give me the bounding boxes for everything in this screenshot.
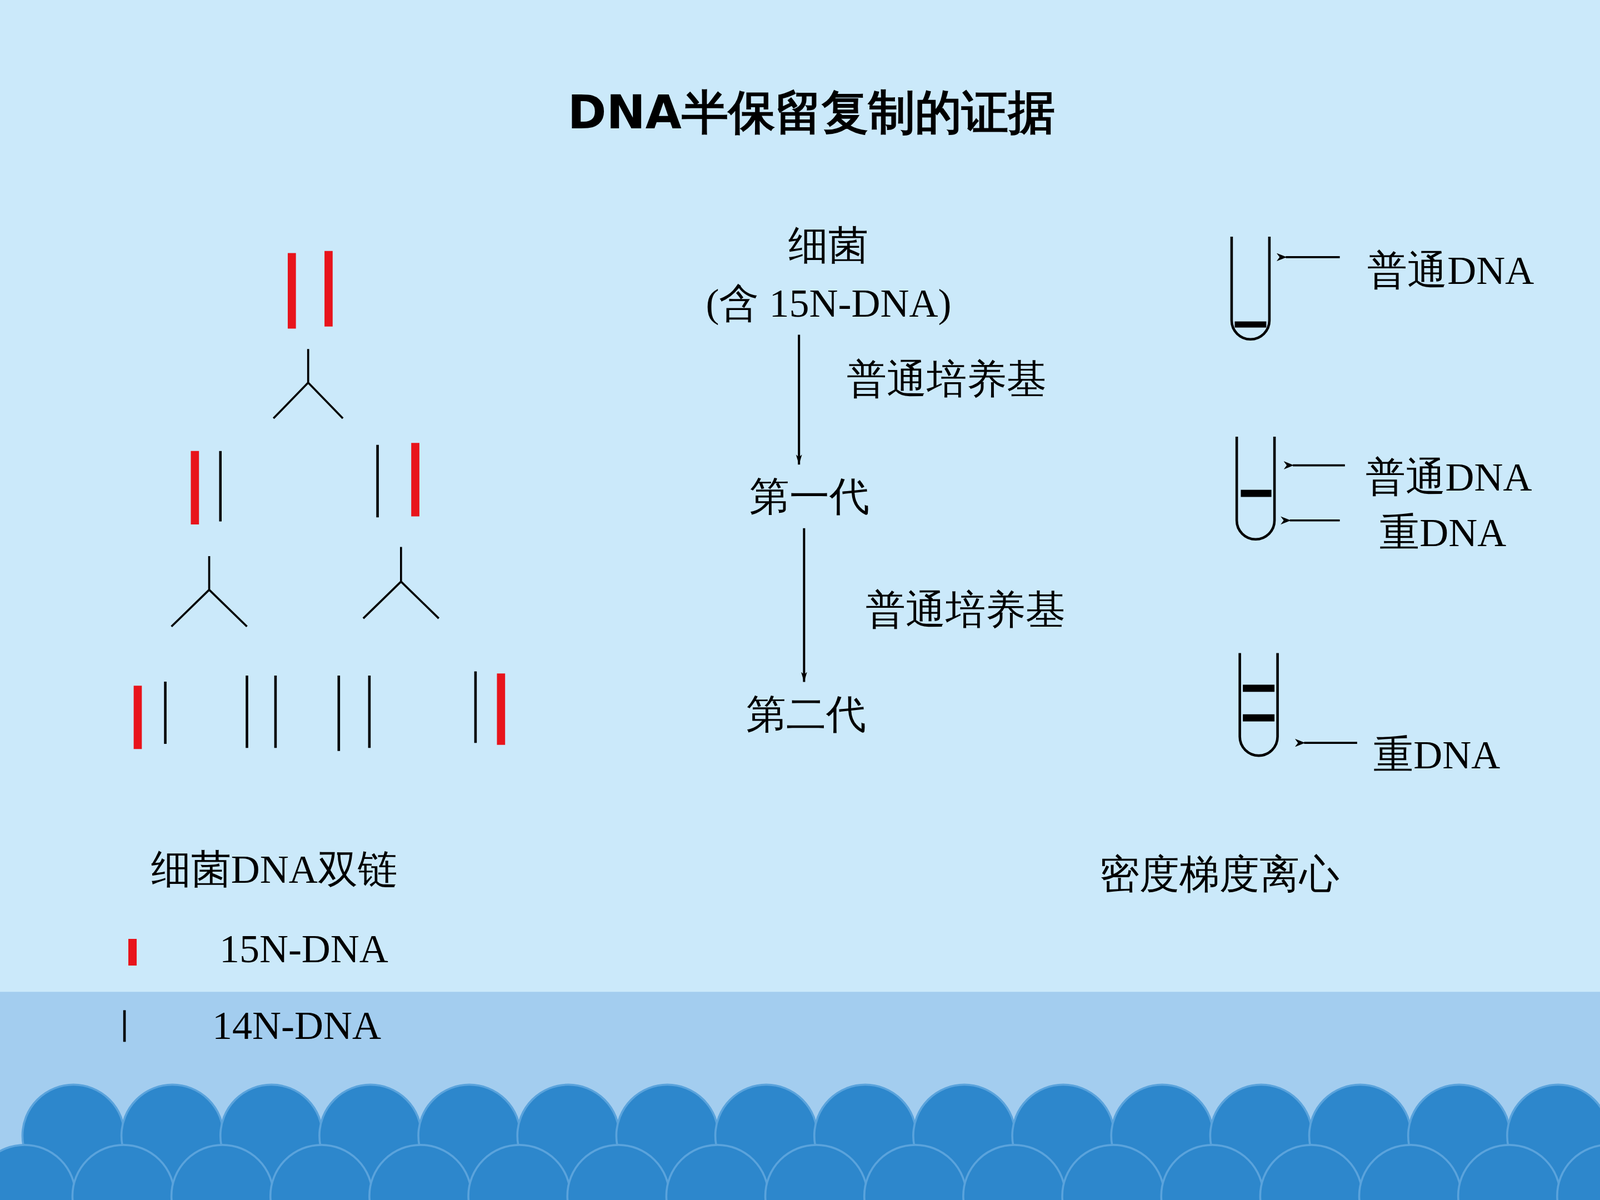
- band-label: 普通DNA: [1365, 453, 1533, 502]
- test-tubes: [1231, 236, 1278, 756]
- stage-label: 第二代: [746, 685, 867, 744]
- stage-label: (含 15N-DNA): [705, 274, 952, 333]
- method-label: 密度梯度离心: [1099, 850, 1340, 899]
- flow-arrow: [802, 528, 805, 683]
- flow-arrow: [797, 334, 800, 465]
- band-label: 重DNA: [1379, 508, 1507, 557]
- edge-label: 普通培养基: [846, 355, 1047, 404]
- slide-title: DNA半保留复制的证据: [567, 84, 1055, 141]
- legend-line-sample: [123, 1010, 127, 1042]
- band-label: 普通DNA: [1367, 246, 1534, 295]
- stage-text: 细菌(含 15N-DNA): [705, 216, 952, 333]
- band-label: 重DNA: [1373, 731, 1500, 779]
- edge-label: 普通培养基: [865, 586, 1066, 634]
- legend-text: 14N-DNA: [212, 1001, 382, 1050]
- stage-label: 细菌: [705, 216, 952, 275]
- pointer-arrows: [1285, 257, 1358, 743]
- legend-swatch: [128, 938, 137, 966]
- legend-heading: 细菌DNA双链: [151, 845, 398, 894]
- stage-text: 第二代: [746, 685, 867, 744]
- stage-label: 第一代: [749, 467, 870, 526]
- stage-text: 第一代: [749, 467, 870, 526]
- dna-tree: [137, 251, 502, 752]
- scallop-decoration: [0, 1084, 1600, 1200]
- legend-text: 15N-DNA: [219, 925, 389, 973]
